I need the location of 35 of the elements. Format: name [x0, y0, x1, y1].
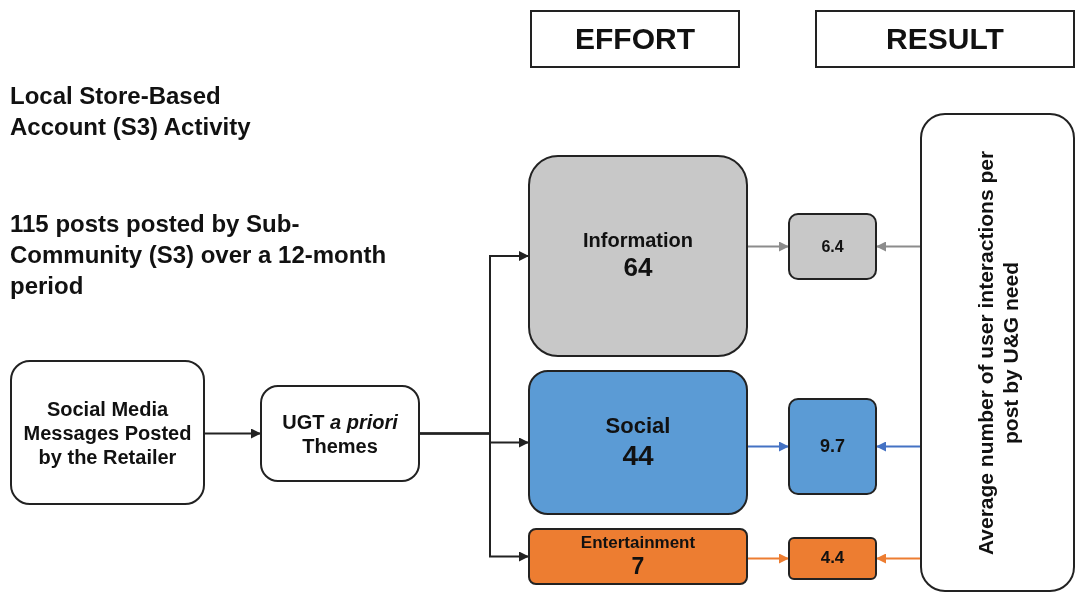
box-label: 4.4 — [820, 548, 845, 569]
category-box — [528, 370, 748, 515]
count-value: 7 — [631, 552, 645, 581]
category-box — [528, 528, 748, 585]
box-label: Information — [583, 228, 693, 253]
section-heading: Local Store-Based Account (S3) Activity — [10, 81, 252, 143]
arrow — [876, 553, 921, 564]
category-box — [528, 155, 748, 357]
arrow — [876, 441, 921, 452]
category-box — [788, 398, 877, 495]
arrow — [747, 241, 789, 252]
process-box — [10, 360, 205, 505]
process-box — [260, 385, 420, 482]
category-box — [788, 213, 877, 280]
box-label: EFFORT — [575, 21, 695, 57]
count-value: 44 — [622, 438, 654, 473]
box-label: 6.4 — [821, 236, 844, 257]
arrow — [747, 441, 789, 452]
arrow — [204, 428, 261, 439]
box-label: Entertainment — [580, 532, 696, 553]
box-label: UGT a priori Themes — [281, 409, 399, 458]
box-label: RESULT — [886, 21, 1004, 57]
result-box — [920, 113, 1075, 592]
arrow — [876, 241, 921, 252]
count-value: 64 — [623, 252, 653, 284]
arrow — [747, 553, 789, 564]
box-label: 9.7 — [820, 435, 845, 458]
axis-description: Average number of user interactions per post by U&G need — [972, 149, 1023, 557]
description-text: 115 posts posted by Sub-Community (S3) over a 12-month period — [10, 209, 388, 302]
box-label: Social — [605, 412, 671, 439]
header-box — [815, 10, 1075, 68]
arrow — [419, 432, 529, 562]
header-box — [530, 10, 740, 68]
category-box — [788, 537, 877, 580]
box-label: Social Media Messages Posted by the Retailer — [22, 396, 193, 469]
